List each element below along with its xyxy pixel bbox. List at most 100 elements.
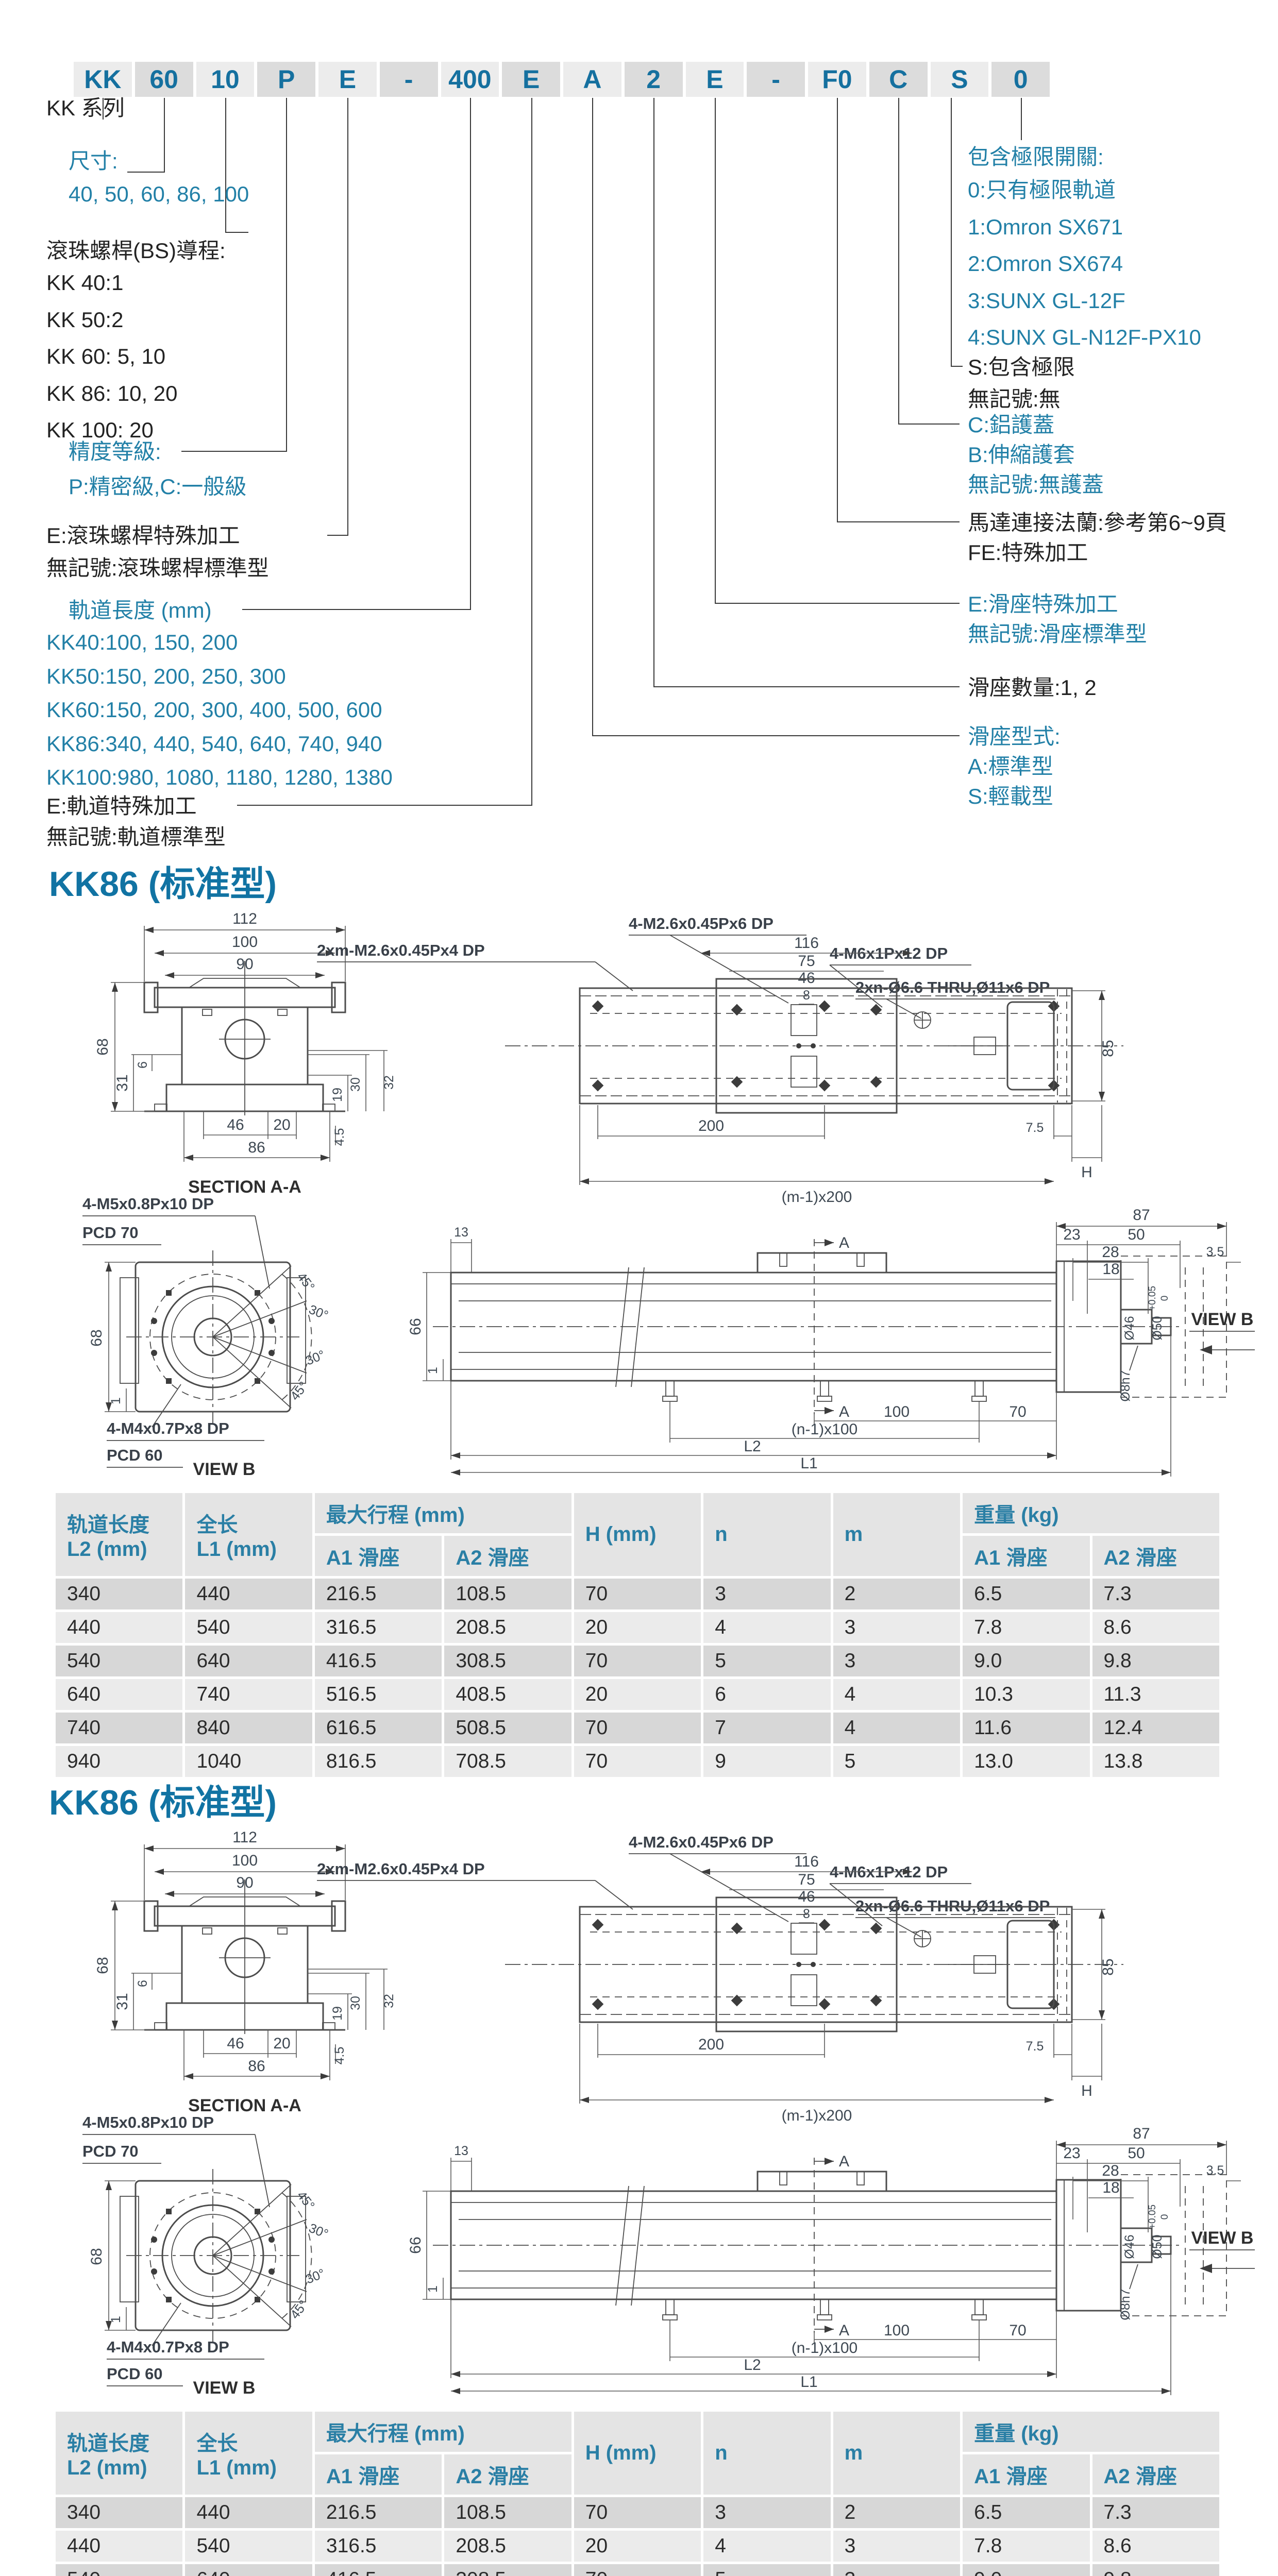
legend-accuracy-label: 精度等級:	[69, 439, 161, 464]
legend-lead-label: 滾珠螺桿(BS)導程:	[46, 239, 226, 263]
dim-86: 86	[248, 2058, 265, 2075]
cell-weight-a1: 7.8	[963, 2531, 1090, 2562]
cell-stroke-a2: 208.5	[444, 1612, 571, 1643]
label-m5: 4-M5x0.8Px10 DP	[82, 1195, 214, 1213]
angle-30-top: 30°	[307, 1302, 330, 1323]
angle-45-top: 45°	[294, 1270, 317, 1294]
cell-l2: 440	[56, 1612, 183, 1643]
legend-cover-none: 無記號:無護蓋	[968, 472, 1104, 497]
dim-18: 18	[1102, 1261, 1119, 1278]
cell-n: 4	[703, 2531, 831, 2562]
right-top-dimensions: 87 23 50 28 18 3.5	[1056, 1207, 1241, 1314]
legend-limit-none: 無記號:無	[968, 387, 1061, 411]
cell-n: 5	[703, 2564, 831, 2576]
view-b-pointer: VIEW B	[1189, 1310, 1255, 1354]
legend-lead-item: KK 50:2	[46, 307, 124, 332]
model-code-segment: E	[318, 62, 377, 97]
dim-112: 112	[232, 910, 257, 927]
model-code-segment: -	[747, 62, 805, 97]
carriage-top-view	[715, 1896, 931, 2032]
cell-m: 2	[833, 1579, 961, 1609]
cell-l1: 840	[185, 1713, 312, 1743]
cell-l2: 940	[56, 1746, 183, 1777]
dim-87: 87	[1133, 2125, 1150, 2142]
side-dimensions: 68 31 6 19 30 32	[94, 982, 396, 1112]
dim-m1x200: (m-1)x200	[782, 2107, 852, 2124]
dimension-lines: 112 100 90	[144, 1829, 346, 1900]
legend-rail-item: KK100:980, 1080, 1180, 1280, 1380	[46, 765, 393, 790]
dim-68b: 68	[88, 2248, 105, 2265]
cell-stroke-a2: 108.5	[444, 1579, 571, 1609]
dim-31: 31	[114, 1074, 131, 1091]
dim-dia50: Ø50	[1150, 2234, 1165, 2259]
dim-m1x200: (m-1)x200	[782, 1189, 852, 1206]
legend-rail-item: KK40:100, 150, 200	[46, 630, 238, 654]
cell-stroke-a2: 308.5	[444, 1646, 571, 1676]
callout-line	[715, 98, 716, 604]
legend-accuracy-values: P:精密級,C:一般級	[69, 474, 247, 499]
dim-46: 46	[227, 2035, 244, 2052]
table-row: 940 1040 816.5 708.5 70 9 5 13.0 13.8	[56, 1746, 1219, 1777]
cell-weight-a1: 6.5	[963, 1579, 1090, 1609]
cell-stroke-a2: 508.5	[444, 1713, 571, 1743]
cell-n: 7	[703, 1713, 831, 1743]
view-b-caption: VIEW B	[193, 1460, 256, 1476]
dim-h: H	[1081, 2082, 1092, 2099]
flange-labels-bottom: 4-M4x0.7Px8 DP PCD 60	[107, 1384, 264, 1468]
callout-line	[951, 98, 952, 367]
label-pcd60: PCD 60	[107, 1446, 163, 1464]
legend-rail-item: KK50:150, 200, 250, 300	[46, 664, 286, 688]
cell-m: 3	[833, 1646, 961, 1676]
callout-line	[327, 535, 347, 536]
cell-weight-a1: 9.0	[963, 1646, 1090, 1676]
table-row: 440 540 316.5 208.5 20 4 3 7.8 8.6	[56, 1612, 1219, 1643]
side-dimensions: 68 31 6 19 30 32	[94, 1901, 396, 2030]
dim-7-5: 7.5	[1026, 1121, 1044, 1135]
cell-l2: 340	[56, 2497, 183, 2528]
cell-h: 70	[574, 1713, 701, 1743]
cell-weight-a1: 6.5	[963, 2497, 1090, 2528]
dim-68b: 68	[88, 1329, 105, 1346]
bottom-dimensions-side-view: 100 70 (n-1)x100 L2 L1	[450, 1335, 1171, 1477]
cell-h: 70	[574, 1646, 701, 1676]
cell-n: 3	[703, 2497, 831, 2528]
col-header-weight-a2: A2 滑座	[1092, 2454, 1219, 2495]
cell-m: 5	[833, 1746, 961, 1777]
label-pcd70: PCD 70	[82, 2142, 139, 2160]
flange-labels-top: 4-M5x0.8Px10 DP PCD 70	[82, 2113, 270, 2208]
dim-116: 116	[794, 1853, 819, 1870]
cell-m: 3	[833, 1612, 961, 1643]
col-header-max-stroke: 最大行程 (mm)	[314, 1493, 571, 1533]
bottom-dimensions-top-view: 200 7.5 H (m-1)x200	[579, 1105, 1102, 1206]
legend-slide-e: E:滑座特殊加工	[968, 592, 1118, 616]
cell-m: 3	[833, 2564, 961, 2576]
cell-stroke-a1: 216.5	[314, 1579, 442, 1609]
model-code-segment: S	[930, 62, 989, 97]
cell-stroke-a2: 308.5	[444, 2564, 571, 2576]
dim-4-5: 4.5	[332, 1128, 347, 1146]
section-heading: KK86 (标准型)	[49, 1783, 277, 1822]
bottom-dimensions-top-view: 200 7.5 H (m-1)x200	[579, 2024, 1102, 2124]
dim-8: 8	[803, 988, 810, 1003]
legend-limit-item: 0:只有極限軌道	[968, 178, 1116, 202]
callout-line	[103, 98, 104, 120]
dim-1b: 1	[426, 2285, 440, 2293]
cell-n: 4	[703, 1612, 831, 1643]
bottom-dimensions: 46 20 86 4.5	[183, 1111, 347, 1162]
cell-weight-a2: 13.8	[1092, 1746, 1219, 1777]
motor-end-top-view: 85	[948, 989, 1117, 1103]
side-view-drawing: 13 66 1 A	[407, 1207, 1255, 1477]
legend-bs-standard: 無記號:滾珠螺桿標準型	[46, 556, 269, 580]
dim-200: 200	[698, 2036, 724, 2053]
cell-weight-a2: 8.6	[1092, 2531, 1219, 2562]
callout-line	[237, 805, 531, 806]
legend-rail-label: 軌道長度 (mm)	[69, 598, 212, 622]
cell-stroke-a1: 316.5	[314, 1612, 442, 1643]
cell-stroke-a1: 316.5	[314, 2531, 442, 2562]
